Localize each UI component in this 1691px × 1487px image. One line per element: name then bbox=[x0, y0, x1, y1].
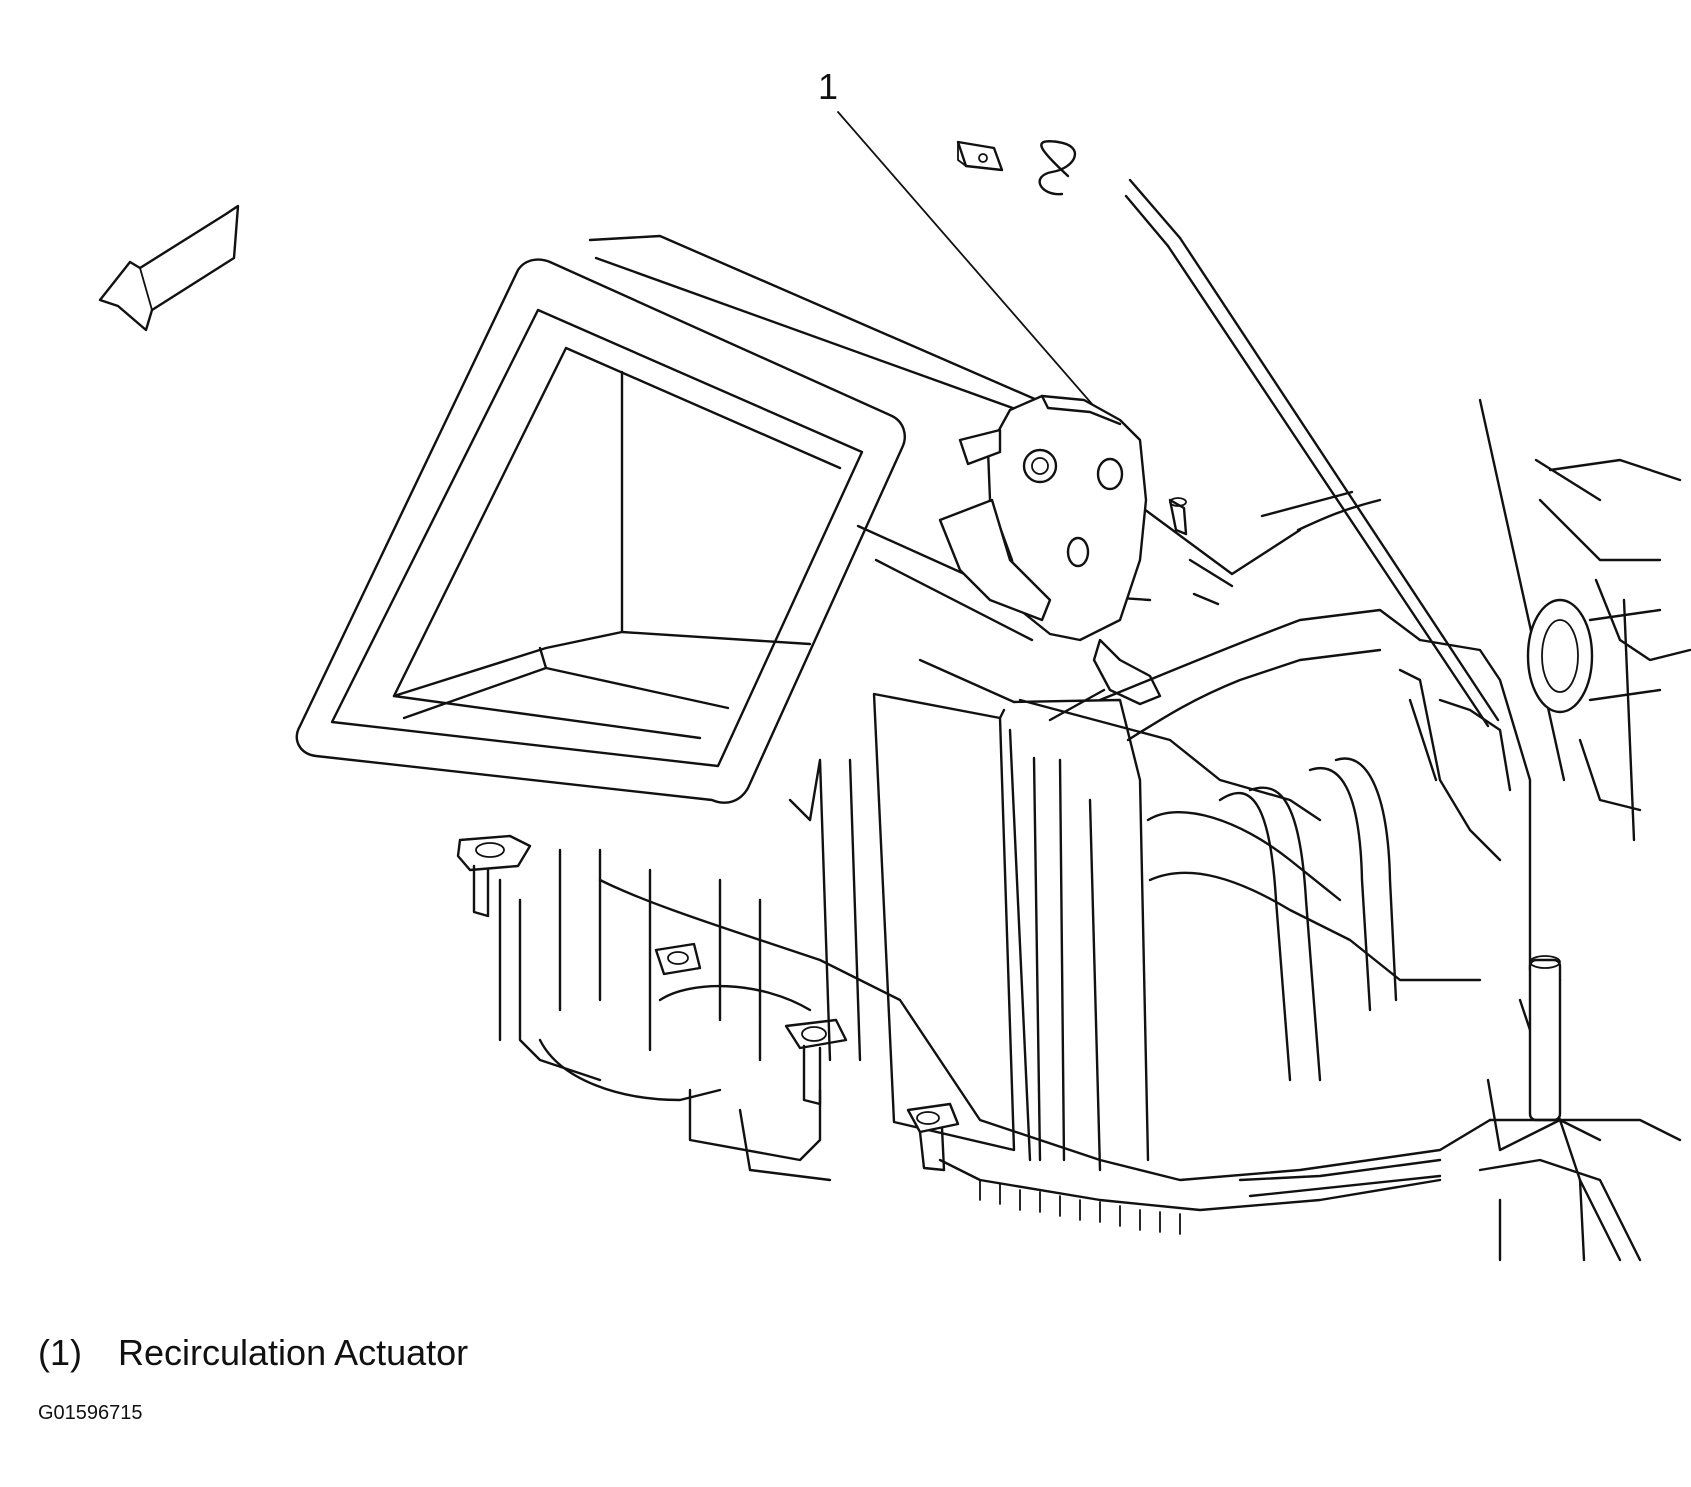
hvac-housing bbox=[456, 234, 1691, 1262]
callout-number-1: 1 bbox=[818, 66, 839, 107]
legend-text: Recirculation Actuator bbox=[118, 1332, 469, 1373]
actuator-cable bbox=[1038, 140, 1500, 728]
figure-id: G01596715 bbox=[38, 1402, 143, 1424]
direction-arrow-icon bbox=[98, 204, 240, 332]
air-inlet-frame bbox=[295, 258, 906, 804]
legend-number: (1) bbox=[38, 1332, 82, 1373]
recirculation-actuator bbox=[938, 394, 1188, 706]
legend-item: (1) Recirculation Actuator bbox=[38, 1332, 468, 1374]
clip-part bbox=[956, 140, 1004, 172]
callout-leader-line bbox=[837, 111, 1093, 405]
